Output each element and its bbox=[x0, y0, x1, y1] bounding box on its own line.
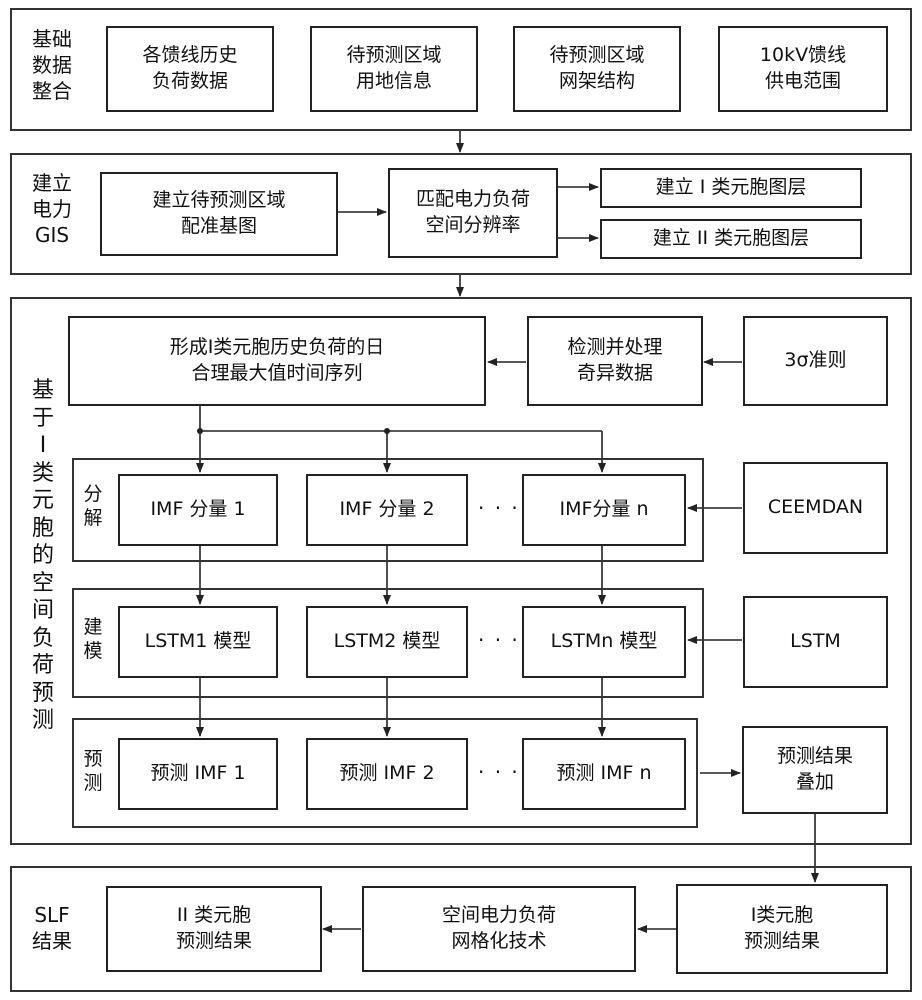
imf-ellipsis: · · · bbox=[478, 496, 520, 520]
predict-imf-n: 预测 IMF n bbox=[522, 738, 686, 810]
imf-component-n: IMF分量 n bbox=[522, 474, 686, 546]
detect-outliers-box: 检测并处理 奇异数据 bbox=[527, 316, 703, 406]
section-data-integration-label: 基础 数据 整合 bbox=[22, 26, 82, 104]
land-use-info-box: 待预测区域 用地信息 bbox=[310, 26, 478, 112]
feeder-supply-range-box: 10kV馈线 供电范围 bbox=[718, 26, 888, 112]
time-series-box: 形成I类元胞历史负荷的日 合理最大值时间序列 bbox=[68, 316, 486, 406]
lstm-model-1: LSTM1 模型 bbox=[118, 606, 278, 678]
resolution-match-box: 匹配电力负荷 空间分辨率 bbox=[388, 168, 558, 258]
modeling-label: 建 模 bbox=[80, 616, 106, 664]
predict-imf-1: 预测 IMF 1 bbox=[118, 738, 278, 810]
section-gis-label: 建立 电力 GIS bbox=[22, 170, 82, 248]
section-slf-label: SLF 结果 bbox=[22, 902, 82, 954]
ceemdan-box: CEEMDAN bbox=[743, 462, 888, 554]
class2-layer-box: 建立 II 类元胞图层 bbox=[600, 219, 862, 259]
gridding-technique-box: 空间电力负荷 网格化技术 bbox=[362, 886, 636, 972]
grid-structure-box: 待预测区域 网架结构 bbox=[513, 26, 681, 112]
class1-result-box: I类元胞 预测结果 bbox=[676, 884, 888, 974]
three-sigma-box: 3σ准则 bbox=[743, 316, 888, 406]
section-forecast-label: 基 于 I 类 元 胞 的 空 间 负 荷 预 测 bbox=[30, 377, 56, 735]
lstm-model-n: LSTMn 模型 bbox=[522, 606, 686, 678]
predict-imf-2: 预测 IMF 2 bbox=[306, 738, 468, 810]
result-sum-box: 预测结果 叠加 bbox=[742, 726, 888, 814]
prediction-label: 预 测 bbox=[80, 748, 106, 796]
lstm-model-2: LSTM2 模型 bbox=[306, 606, 468, 678]
predict-ellipsis: · · · bbox=[478, 760, 520, 784]
imf-component-2: IMF 分量 2 bbox=[306, 474, 468, 546]
lstm-ellipsis: · · · bbox=[478, 628, 520, 652]
class1-layer-box: 建立 I 类元胞图层 bbox=[600, 168, 862, 208]
lstm-box: LSTM bbox=[743, 596, 888, 688]
imf-component-1: IMF 分量 1 bbox=[118, 474, 278, 546]
decomposition-label: 分 解 bbox=[80, 483, 106, 531]
feeder-load-history-box: 各馈线历史 负荷数据 bbox=[106, 26, 274, 112]
base-map-box: 建立待预测区域 配准基图 bbox=[100, 172, 338, 256]
class2-result-box: II 类元胞 预测结果 bbox=[106, 886, 322, 972]
